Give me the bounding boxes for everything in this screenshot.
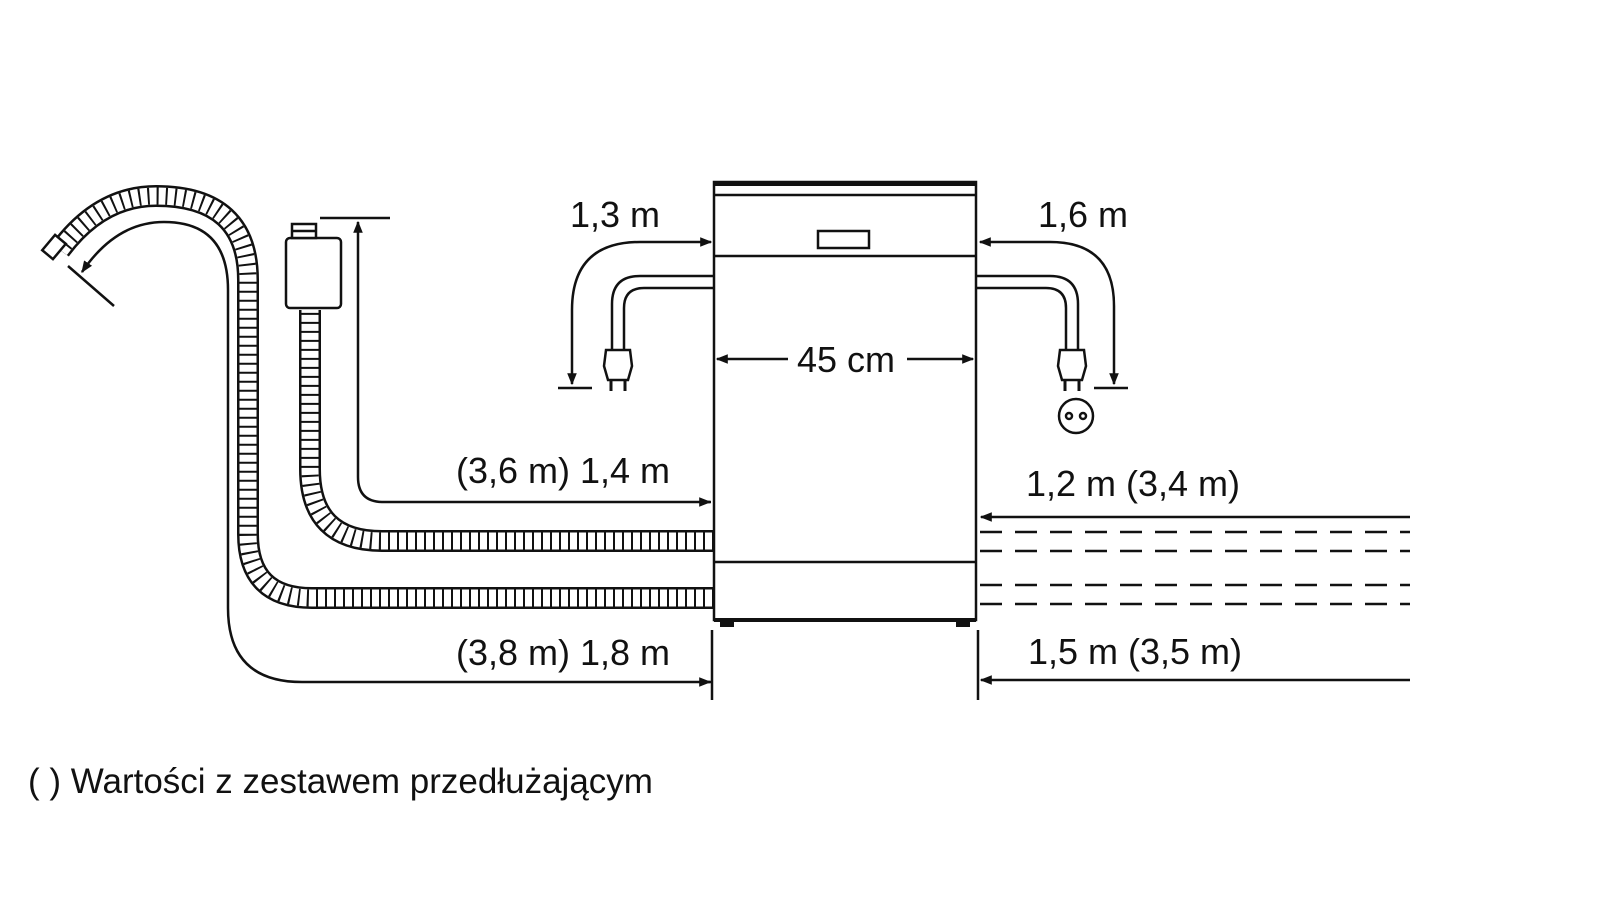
dishwasher-body [712,180,978,627]
right-plug-icon [1056,348,1088,382]
right-drain-hose-dashed [980,583,1410,606]
control-panel-display [816,229,871,250]
drain-hose [40,184,714,609]
inlet-hose [284,222,714,552]
left-foot [720,621,734,627]
drain-hose-left-dimension: (3,8 m) 1,8 m [80,220,712,687]
drain-hose-right-label: 1,5 m (3,5 m) [1028,631,1242,672]
width-dimension: 45 cm [715,339,975,380]
aquastop-valve-icon [284,236,343,310]
right-foot [956,621,970,627]
drain-hose-right-dimension: 1,5 m (3,5 m) [979,631,1410,685]
drain-hose-end-icon [40,233,68,261]
right-power-cord [976,274,1095,435]
inlet-hose-left-label: (3,6 m) 1,4 m [456,450,670,491]
socket-icon [1057,397,1095,435]
left-power-cord-dimension: 1,3 m [558,194,713,390]
width-label: 45 cm [797,339,895,380]
right-power-cord-label: 1,6 m [1038,194,1128,235]
left-plug-icon [602,348,634,382]
inlet-hose-right-label: 1,2 m (3,4 m) [1026,463,1240,504]
inlet-hose-left-dimension: (3,6 m) 1,4 m [320,216,712,507]
right-inlet-hose-dashed [980,530,1410,553]
left-power-cord-label: 1,3 m [570,194,660,235]
right-power-cord-dimension: 1,6 m [978,194,1128,390]
footnote: ( ) Wartości z zestawem przedłużającym [28,762,653,801]
inlet-hose-right-dimension: 1,2 m (3,4 m) [979,463,1410,522]
left-power-cord [602,274,714,391]
drain-hose-left-label: (3,8 m) 1,8 m [456,632,670,673]
